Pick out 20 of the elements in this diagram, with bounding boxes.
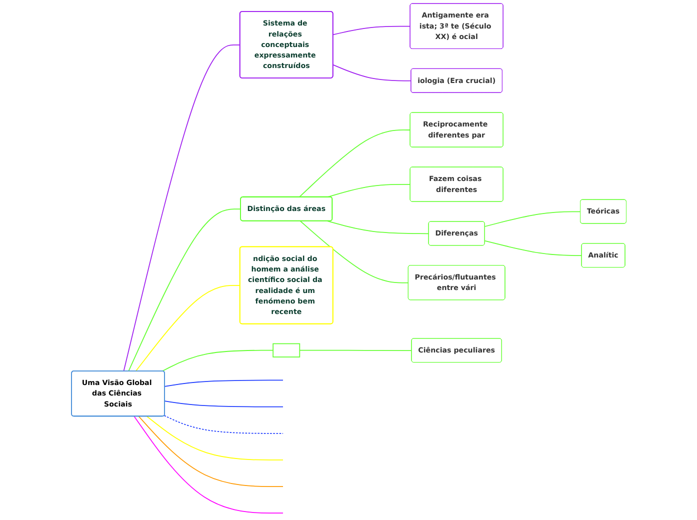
connector-line	[332, 64, 412, 82]
connector-line	[122, 44, 240, 372]
node-box	[272, 343, 300, 358]
connector-line	[484, 211, 581, 227]
connector-line	[164, 380, 284, 387]
connector-line	[326, 184, 410, 198]
connector-line	[298, 130, 410, 198]
connector-line	[484, 240, 582, 256]
connector-line	[299, 220, 408, 284]
connector-line	[298, 350, 412, 352]
connector-line	[134, 284, 240, 372]
connector-line	[146, 416, 284, 460]
connector-line	[128, 208, 241, 372]
connector-line	[161, 350, 274, 372]
connector-line	[138, 416, 284, 487]
connector-line	[133, 416, 284, 514]
connector-line	[332, 26, 410, 36]
connector-line	[326, 220, 429, 234]
connector-line	[163, 415, 284, 434]
connector-line	[164, 400, 284, 408]
